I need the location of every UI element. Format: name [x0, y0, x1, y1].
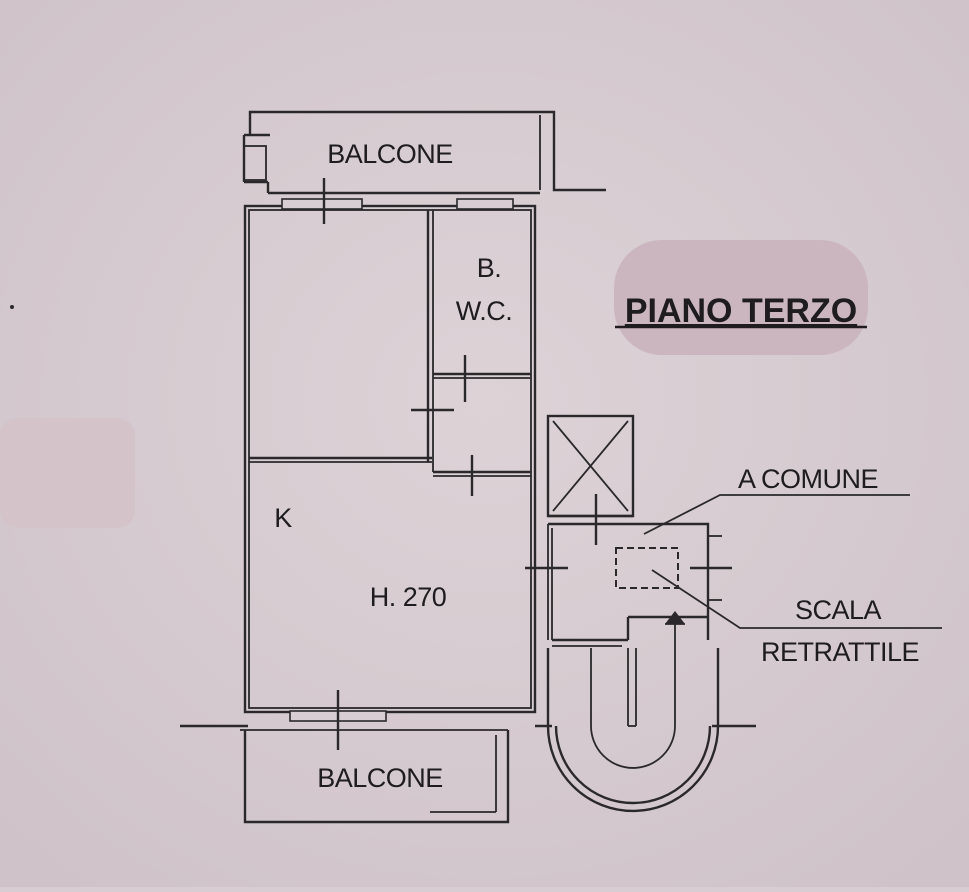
label-kitchen: K	[274, 503, 292, 533]
label-balcone-top: BALCONE	[327, 139, 453, 169]
shaft	[546, 414, 635, 518]
label-bath-b: B.	[477, 253, 502, 283]
label-common-area: A COMUNE	[738, 464, 878, 494]
label-bath-wc: W.C.	[456, 296, 513, 326]
leader-lines	[643, 494, 942, 629]
smudge-patch	[0, 418, 135, 528]
label-stair-2: RETRATTILE	[761, 637, 919, 667]
page-title: PIANO TERZO	[625, 292, 857, 330]
stair-well	[546, 611, 720, 813]
balcony-bottom	[240, 729, 510, 824]
label-stair-1: SCALA	[795, 595, 882, 625]
common-landing	[547, 522, 722, 647]
retractable-stair-box	[615, 547, 679, 589]
balcony-top	[242, 110, 606, 195]
label-ceiling-height: H. 270	[370, 582, 447, 612]
stray-mark	[10, 305, 14, 309]
label-balcone-bottom: BALCONE	[317, 763, 443, 793]
door-marks	[322, 178, 732, 750]
